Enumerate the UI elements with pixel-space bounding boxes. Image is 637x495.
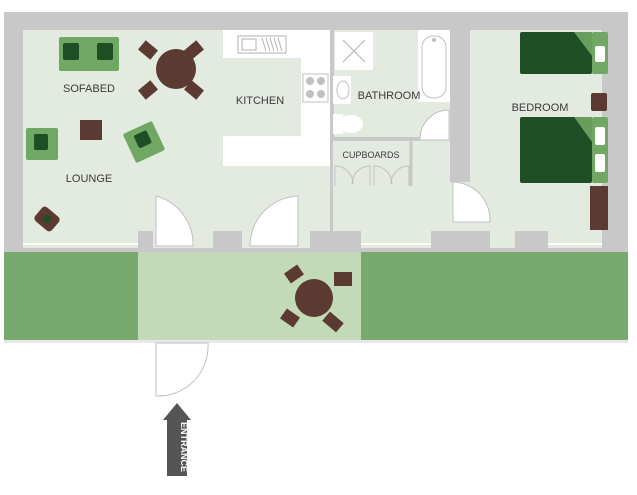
lounge-door-right	[249, 195, 299, 247]
front-opening-1	[23, 231, 138, 248]
entrance-arrow-icon	[163, 403, 191, 476]
kitchen-counter	[223, 30, 330, 166]
sofabed	[59, 37, 119, 71]
armchair-left	[26, 128, 58, 160]
entrance-door	[155, 342, 209, 397]
front-opening-5	[490, 231, 515, 248]
label-kitchen: KITCHEN	[236, 95, 284, 107]
side-lamp	[34, 206, 60, 232]
front-opening-4	[361, 231, 431, 248]
label-entrance: ENTRANCE	[179, 422, 189, 472]
washbasin	[333, 76, 351, 104]
patio-table	[280, 264, 352, 333]
label-lounge: LOUNGE	[66, 173, 112, 185]
label-bedroom: BEDROOM	[512, 102, 569, 114]
wardrobe	[590, 186, 608, 230]
shower	[335, 32, 373, 70]
bathroom-door	[419, 109, 450, 141]
cupboards-floor	[333, 140, 411, 186]
label-bathroom: BATHROOM	[358, 90, 421, 102]
toilet	[333, 114, 363, 134]
bedroom-wall	[450, 30, 470, 182]
cupboards	[334, 140, 413, 186]
garden-left	[4, 252, 138, 342]
front-opening-6	[548, 231, 602, 248]
lounge-door-left	[155, 195, 194, 247]
garden-edge	[4, 340, 628, 343]
coffee-table	[80, 120, 102, 140]
bathroom-wall-left	[330, 30, 334, 140]
bed-bottom	[520, 117, 608, 183]
bed-top	[520, 32, 608, 74]
label-cupboards: CUPBOARDS	[342, 150, 399, 160]
bathroom-wall-bottom	[330, 137, 420, 141]
garden-right	[361, 252, 628, 342]
bathtub	[418, 30, 450, 102]
bedroom-door	[452, 181, 491, 223]
label-sofabed: SOFABED	[63, 83, 115, 95]
dining-table	[138, 40, 204, 100]
nightstand-1	[591, 93, 607, 111]
armchair-right	[123, 121, 165, 163]
